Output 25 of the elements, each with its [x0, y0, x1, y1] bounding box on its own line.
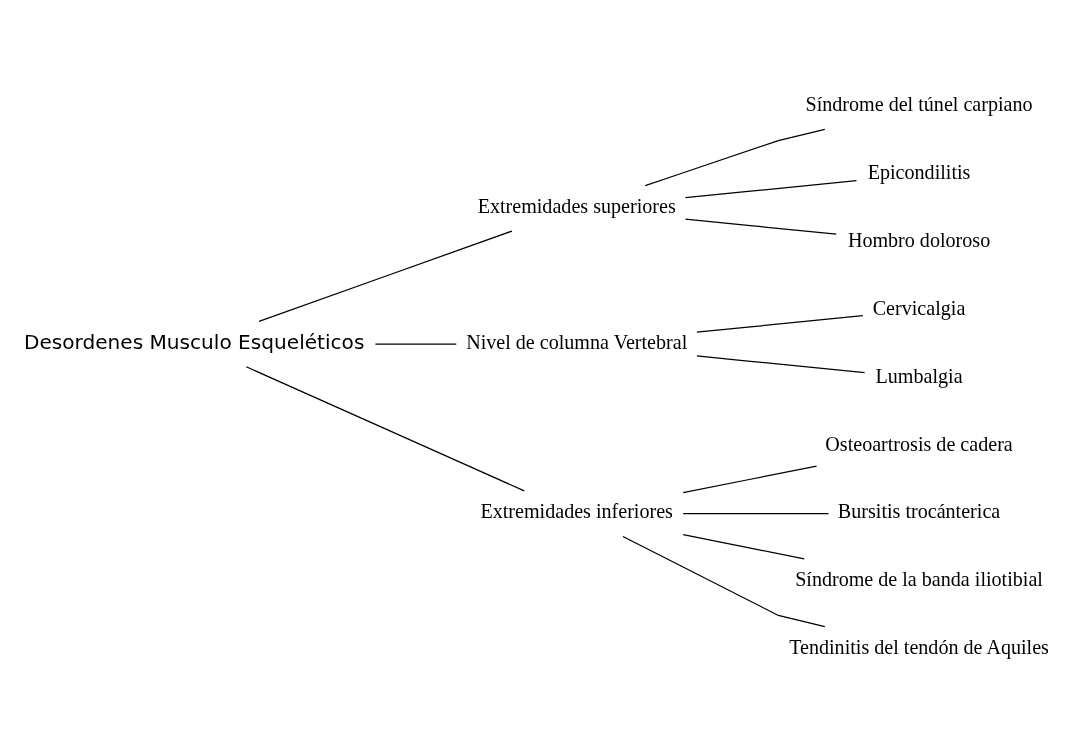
connector	[258, 229, 513, 322]
connector	[245, 365, 525, 491]
connector	[644, 128, 826, 186]
connector	[622, 535, 826, 627]
node-text: Tendinitis del tendón de Aquiles	[789, 635, 1049, 658]
node-text: Síndrome de la banda iliotibial	[795, 567, 1043, 590]
connector	[684, 179, 858, 198]
connector	[682, 464, 818, 493]
node-text: Hombro doloroso	[847, 228, 991, 251]
connector	[696, 314, 864, 333]
node-text: Epicondilitis	[867, 160, 971, 183]
node-text: Desordenes Musculo Esqueléticos	[23, 329, 365, 354]
node-text: Lumbalgia	[875, 364, 963, 387]
node-text: Extremidades inferiores	[480, 499, 673, 522]
connector	[696, 354, 866, 373]
node-text: Extremidades superiores	[477, 194, 676, 217]
node-text: Nivel de columna Vertebral	[466, 330, 688, 353]
node-text: Bursitis trocánterica	[837, 499, 1001, 522]
node-text: Osteoartrosis de cadera	[825, 432, 1013, 455]
connector	[682, 533, 805, 559]
connector	[682, 512, 830, 514]
node-text: Cervicalgia	[872, 296, 966, 319]
connector	[374, 342, 457, 345]
node-text: Síndrome del túnel carpiano	[805, 92, 1033, 115]
connector	[684, 218, 837, 235]
